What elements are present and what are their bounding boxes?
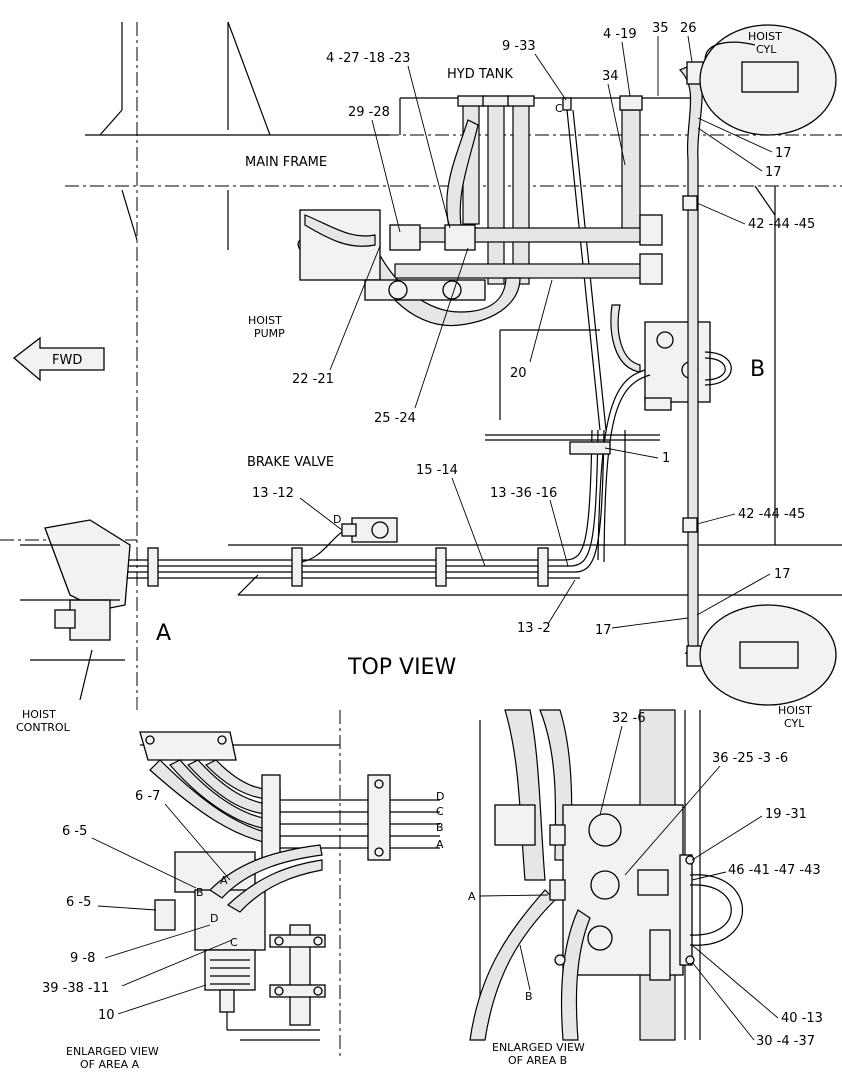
forward-label: FWD <box>52 353 82 368</box>
callout: 26 <box>680 21 697 36</box>
hoist-cyl-bottom-label-2: CYL <box>784 717 805 730</box>
callout: 30 -4 -37 <box>756 1034 815 1049</box>
hoist-control-label-2: CONTROL <box>16 721 71 734</box>
cylinder-hose <box>678 61 704 667</box>
area-a-port-d: D <box>436 790 444 803</box>
area-a-caption-1: ENLARGED VIEW <box>66 1045 159 1058</box>
callout: 39 -38 -11 <box>42 981 109 996</box>
valve-port-d: D <box>210 912 218 925</box>
area-b-port-b: B <box>525 990 533 1003</box>
hoist-pump-label-1: HOIST <box>248 314 282 327</box>
area-a-port-a: A <box>436 838 444 851</box>
callout: 10 <box>98 1008 115 1023</box>
callout: 4 -19 <box>603 27 637 42</box>
port-d-label: D <box>333 513 341 526</box>
area-a-caption-2: OF AREA A <box>80 1058 140 1071</box>
main-frame-label: MAIN FRAME <box>245 155 327 170</box>
top-view-callouts: 4 -27 -18 -23 9 -33 4 -19 35 26 34 29 -2… <box>252 21 815 638</box>
callout: 22 -21 <box>292 372 334 387</box>
callout: 6 -5 <box>66 895 91 910</box>
callout: 36 -25 -3 -6 <box>712 751 788 766</box>
brake-valve-label: BRAKE VALVE <box>247 455 334 470</box>
callout: 17 <box>765 165 782 180</box>
callout: 17 <box>775 146 792 161</box>
callout: 25 -24 <box>374 411 416 426</box>
callout: 46 -41 -47 -43 <box>728 863 821 878</box>
area-b-port-a: A <box>468 890 476 903</box>
callout: 32 -6 <box>612 711 646 726</box>
hoist-control-top <box>20 519 131 701</box>
callout: 15 -14 <box>416 463 458 478</box>
area-b-marker: B <box>750 357 765 382</box>
top-view-title: TOP VIEW <box>347 655 456 680</box>
hoist-cyl-top-label-1: HOIST <box>748 30 782 43</box>
hoist-control-label-1: HOIST <box>22 708 56 721</box>
callout: 13 -12 <box>252 486 294 501</box>
port-c-label: C <box>555 102 563 115</box>
callout: 6 -5 <box>62 824 87 839</box>
area-a-callouts: 6 -7 6 -5 6 -5 9 -8 39 -38 -11 10 <box>42 789 233 1023</box>
hyd-tank-label: HYD TANK <box>447 67 513 82</box>
hoist-cyl-top-label-2: CYL <box>756 43 777 56</box>
valve-port-a: A <box>220 874 228 887</box>
area-b-caption-1: ENLARGED VIEW <box>492 1041 585 1054</box>
area-b-drawing <box>469 709 743 1041</box>
callout: 9 -33 <box>502 39 536 54</box>
hoist-pump <box>299 209 486 301</box>
area-b-callouts: 32 -6 36 -25 -3 -6 19 -31 46 -41 -47 -43… <box>479 711 823 1049</box>
tank-hoses <box>446 95 643 431</box>
callout: 42 -44 -45 <box>738 507 805 522</box>
area-b-caption-2: OF AREA B <box>508 1054 567 1067</box>
callout: 42 -44 -45 <box>748 217 815 232</box>
brake-valve <box>299 517 398 563</box>
tube-bundle <box>105 429 611 587</box>
callout: 17 <box>595 623 612 638</box>
hoist-cylinder-top <box>699 24 837 136</box>
callout: 40 -13 <box>781 1011 823 1026</box>
valve-port-b: B <box>196 886 204 899</box>
frame-outline <box>0 21 842 710</box>
callout: 35 <box>652 21 669 36</box>
callout: 4 -27 -18 -23 <box>326 51 410 66</box>
callout: 19 -31 <box>765 807 807 822</box>
callout: 29 -28 <box>348 105 390 120</box>
forward-arrow-icon <box>12 336 105 382</box>
area-a-marker: A <box>156 621 171 646</box>
hoist-pump-label-2: PUMP <box>254 327 285 340</box>
control-valve-top <box>597 304 732 563</box>
hoist-cylinder-bottom <box>699 604 837 706</box>
hoist-cyl-bottom-label-1: HOIST <box>778 704 812 717</box>
callout: 6 -7 <box>135 789 160 804</box>
callout: 13 -36 -16 <box>490 486 557 501</box>
callout: 34 <box>602 69 619 84</box>
callout: 20 <box>510 366 527 381</box>
area-a-drawing <box>139 710 440 1060</box>
callout: 13 -2 <box>517 621 551 636</box>
callout: 1 <box>662 451 670 466</box>
callout: 9 -8 <box>70 951 95 966</box>
valve-port-c: C <box>230 936 238 949</box>
callout: 17 <box>774 567 791 582</box>
area-a-port-c: C <box>436 805 444 818</box>
area-a-port-b: B <box>436 821 444 834</box>
